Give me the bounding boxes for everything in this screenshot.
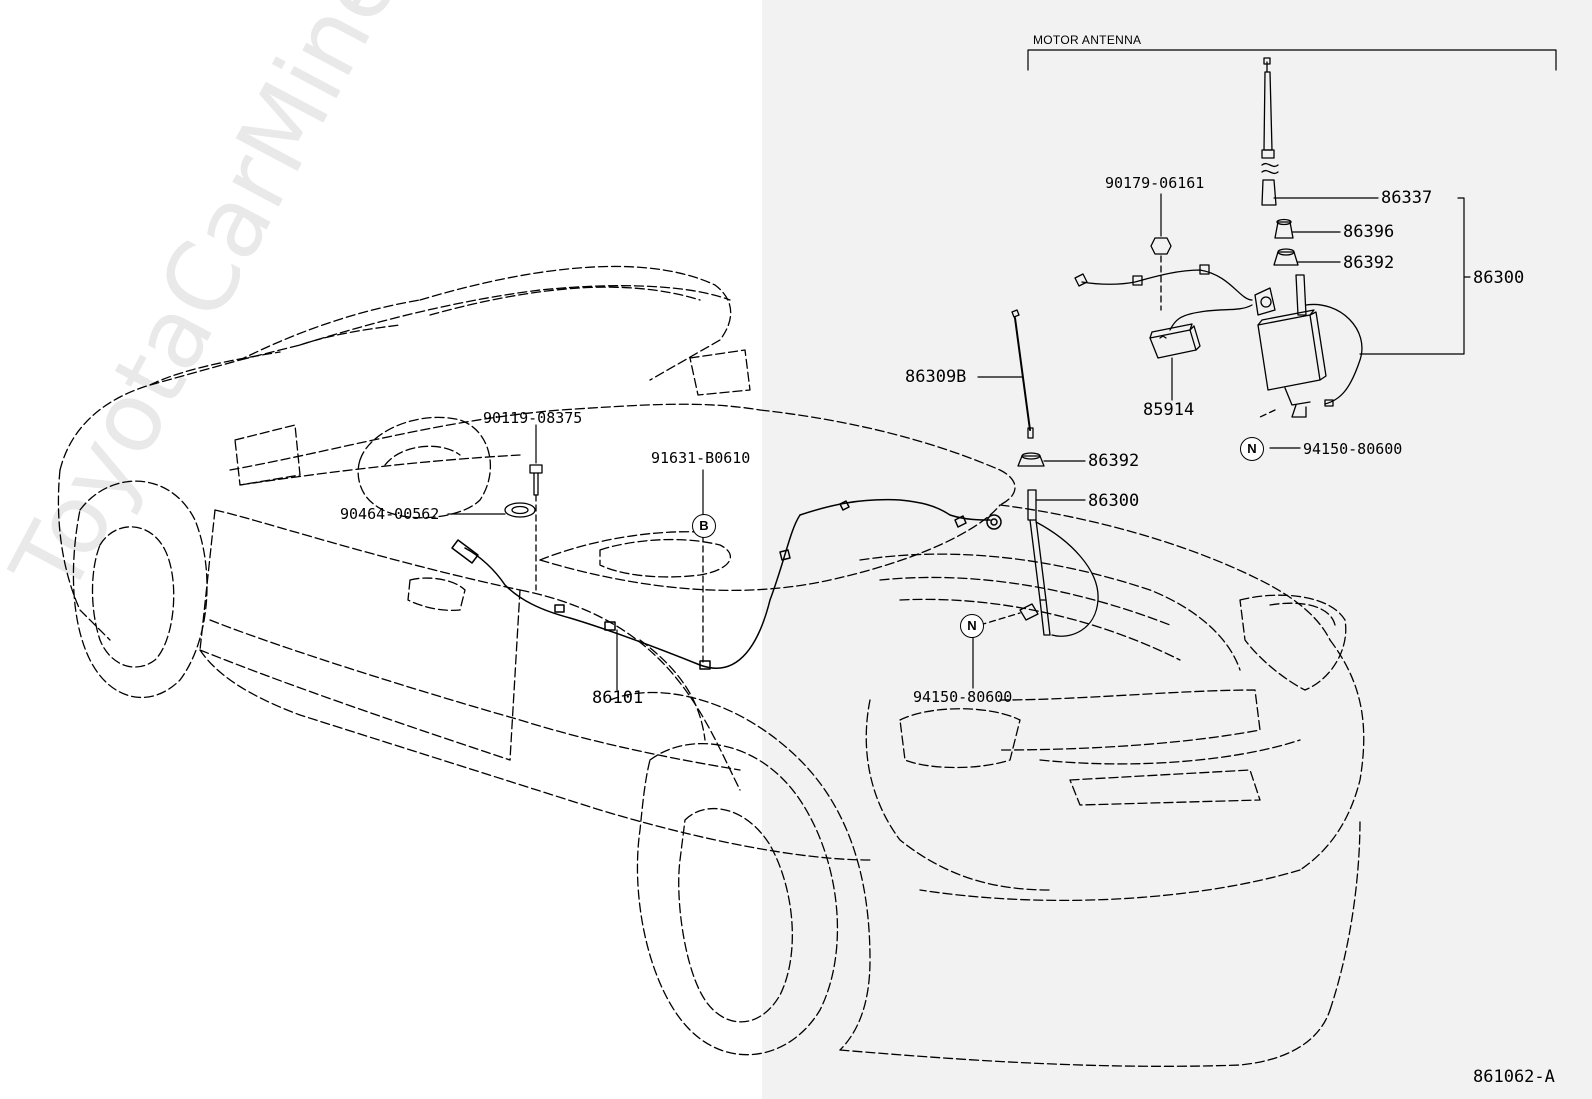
part-label-86300-upper[interactable]: 86300 <box>1473 268 1525 288</box>
part-label-86309b[interactable]: 86309B <box>905 367 967 387</box>
callout-b: B <box>692 514 716 538</box>
part-label-90464-00562[interactable]: 90464-00562 <box>340 505 440 523</box>
part-label-94150-80600-upper[interactable]: 94150-80600 <box>1303 440 1403 458</box>
section-title: MOTOR ANTENNA <box>1033 33 1142 47</box>
part-label-90119-08375[interactable]: 90119-08375 <box>483 409 583 427</box>
figure-code: 861062-A <box>1473 1067 1555 1087</box>
part-label-85914[interactable]: 85914 <box>1143 400 1195 420</box>
antenna-assembly-upper <box>1074 57 1363 418</box>
antenna-cable-86101 <box>451 498 1002 670</box>
part-label-86396[interactable]: 86396 <box>1343 222 1395 242</box>
cable-clamp-90464 <box>504 502 536 518</box>
part-label-86392-upper[interactable]: 86392 <box>1343 253 1395 273</box>
part-label-86392-lower[interactable]: 86392 <box>1088 451 1140 471</box>
antenna-assembly-lower <box>1011 309 1099 637</box>
part-label-86337[interactable]: 86337 <box>1381 188 1433 208</box>
leader-lines <box>447 49 1557 691</box>
part-label-90179-06161[interactable]: 90179-06161 <box>1105 174 1205 192</box>
callout-n-upper: N <box>1240 437 1264 461</box>
callout-n-lower: N <box>960 614 984 638</box>
right-panel-background <box>762 0 1592 1099</box>
part-label-91631-b0610[interactable]: 91631-B0610 <box>651 449 751 467</box>
screw-90119 <box>529 464 543 591</box>
part-label-86300-lower[interactable]: 86300 <box>1088 491 1140 511</box>
car-body-outline <box>57 265 1365 1067</box>
part-label-86101[interactable]: 86101 <box>592 688 644 708</box>
part-label-94150-80600-lower[interactable]: 94150-80600 <box>913 688 1013 706</box>
